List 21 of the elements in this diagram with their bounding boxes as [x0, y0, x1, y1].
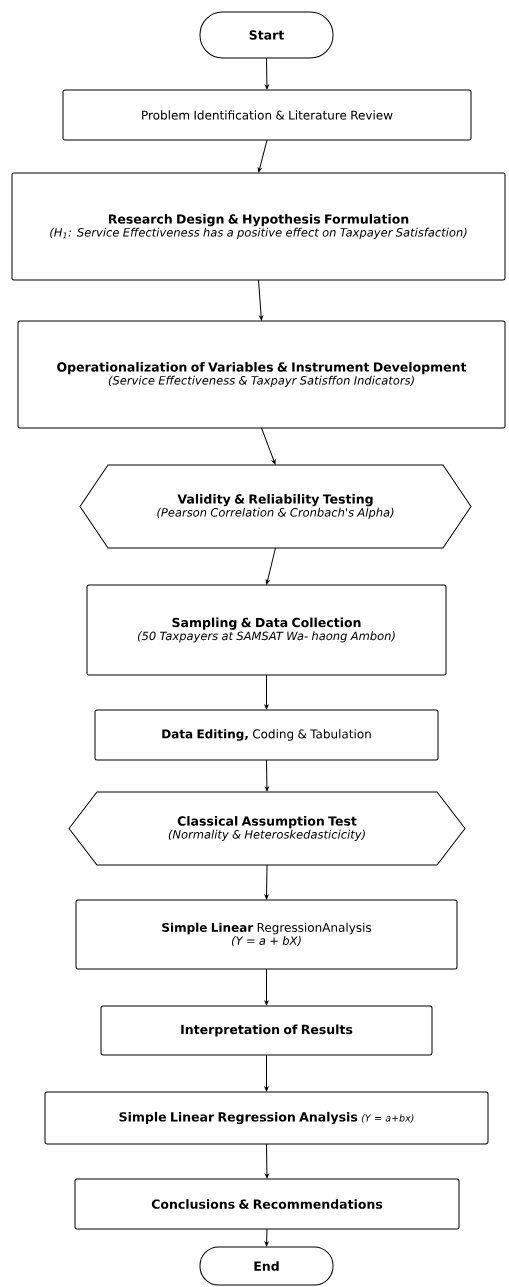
process-box: Problem Identification & Literature Review — [62, 89, 472, 141]
arrow — [265, 547, 276, 585]
arrow — [257, 139, 268, 173]
arrow — [261, 427, 276, 465]
arrow — [264, 864, 269, 900]
process-box: Research Design & Hypothesis Formulation (H$_{1}$: Service Effectiveness has a positive effect on Taxpayer Satisfaction) — [11, 172, 506, 281]
arrow — [264, 1054, 269, 1092]
arrow — [264, 674, 269, 710]
process-box: Simple Linear RegressionAnalysis (Y = a + bX) — [75, 899, 458, 970]
process-box: Interpretation of Results — [100, 1005, 433, 1056]
arrow — [265, 1143, 269, 1179]
process-box: Sampling & Data Collection (50 Taxpayers at SAMSAT Wa- haong Ambon) — [86, 584, 447, 676]
process-box: Operationalization of Variables & Instrument Development (Service Effectiveness & Taxpayr Satisffon Indicators) — [17, 320, 506, 429]
process-box: Conclusions & Recommendations — [74, 1178, 460, 1230]
process-box: Data Editing, Coding & Tabulation — [94, 709, 439, 761]
arrow — [265, 57, 269, 90]
arrow — [265, 759, 269, 792]
arrow — [264, 968, 269, 1006]
process-box: Simple Linear Regression Analysis (Y = a+bx) — [44, 1091, 489, 1145]
arrow — [258, 279, 263, 321]
arrow — [264, 1228, 269, 1247]
